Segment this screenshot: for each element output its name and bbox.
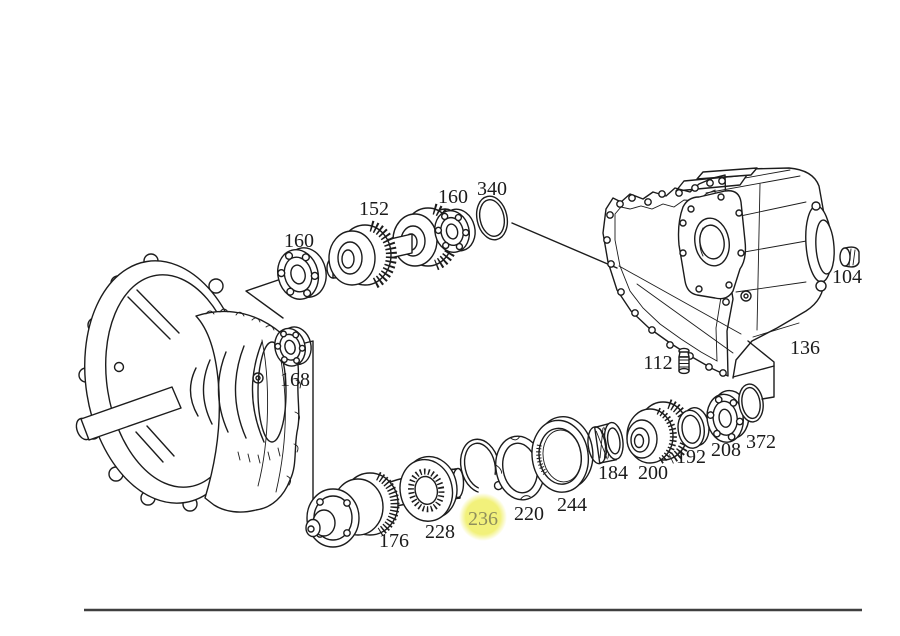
bell-housing-drawing <box>75 253 301 513</box>
bracket-line-372b <box>732 365 775 378</box>
lock-plate-228-drawing <box>399 455 458 522</box>
transfer-case-136-drawing <box>602 167 835 379</box>
part-label-228[interactable]: 228 <box>425 521 455 543</box>
part-label-236-highlighted[interactable]: 236 <box>468 508 498 530</box>
needle-cage-184-drawing <box>587 421 624 465</box>
part-label-372[interactable]: 372 <box>746 431 776 453</box>
part-label-160-front[interactable]: 160 <box>284 230 314 252</box>
part-label-192[interactable]: 192 <box>676 446 706 468</box>
part-label-136[interactable]: 136 <box>790 337 820 359</box>
part-label-184[interactable]: 184 <box>598 462 628 484</box>
leader-line-340 <box>511 222 618 269</box>
bearing-168-drawing <box>274 326 312 367</box>
part-label-244[interactable]: 244 <box>557 494 587 516</box>
leader-line-160 <box>245 276 288 319</box>
bearing-160-rear-drawing <box>434 208 476 253</box>
gasket-bolt-holes <box>603 177 733 377</box>
part-label-200[interactable]: 200 <box>638 462 668 484</box>
bolt-112-drawing <box>678 347 690 375</box>
part-label-176[interactable]: 176 <box>379 530 409 552</box>
part-label-340[interactable]: 340 <box>477 178 507 200</box>
highlight-circle-236 <box>459 493 507 541</box>
part-label-112[interactable]: 112 <box>643 352 672 374</box>
gear-200-drawing <box>626 399 693 465</box>
bearing-160-front-drawing <box>277 247 327 300</box>
plug-104-drawing <box>839 246 860 268</box>
part-label-168[interactable]: 168 <box>280 369 310 391</box>
part-label-160-rear[interactable]: 160 <box>438 186 468 208</box>
spacer-ring-192-drawing <box>677 406 710 449</box>
bracket-line-372 <box>747 340 775 400</box>
part-label-152[interactable]: 152 <box>359 198 389 220</box>
part-label-104[interactable]: 104 <box>832 266 862 288</box>
part-label-208[interactable]: 208 <box>711 439 741 461</box>
snap-ring-340-drawing <box>475 195 509 245</box>
part-label-220[interactable]: 220 <box>514 503 544 525</box>
o-ring-372-drawing <box>738 383 764 423</box>
synchro-ring-244-drawing <box>531 416 594 493</box>
